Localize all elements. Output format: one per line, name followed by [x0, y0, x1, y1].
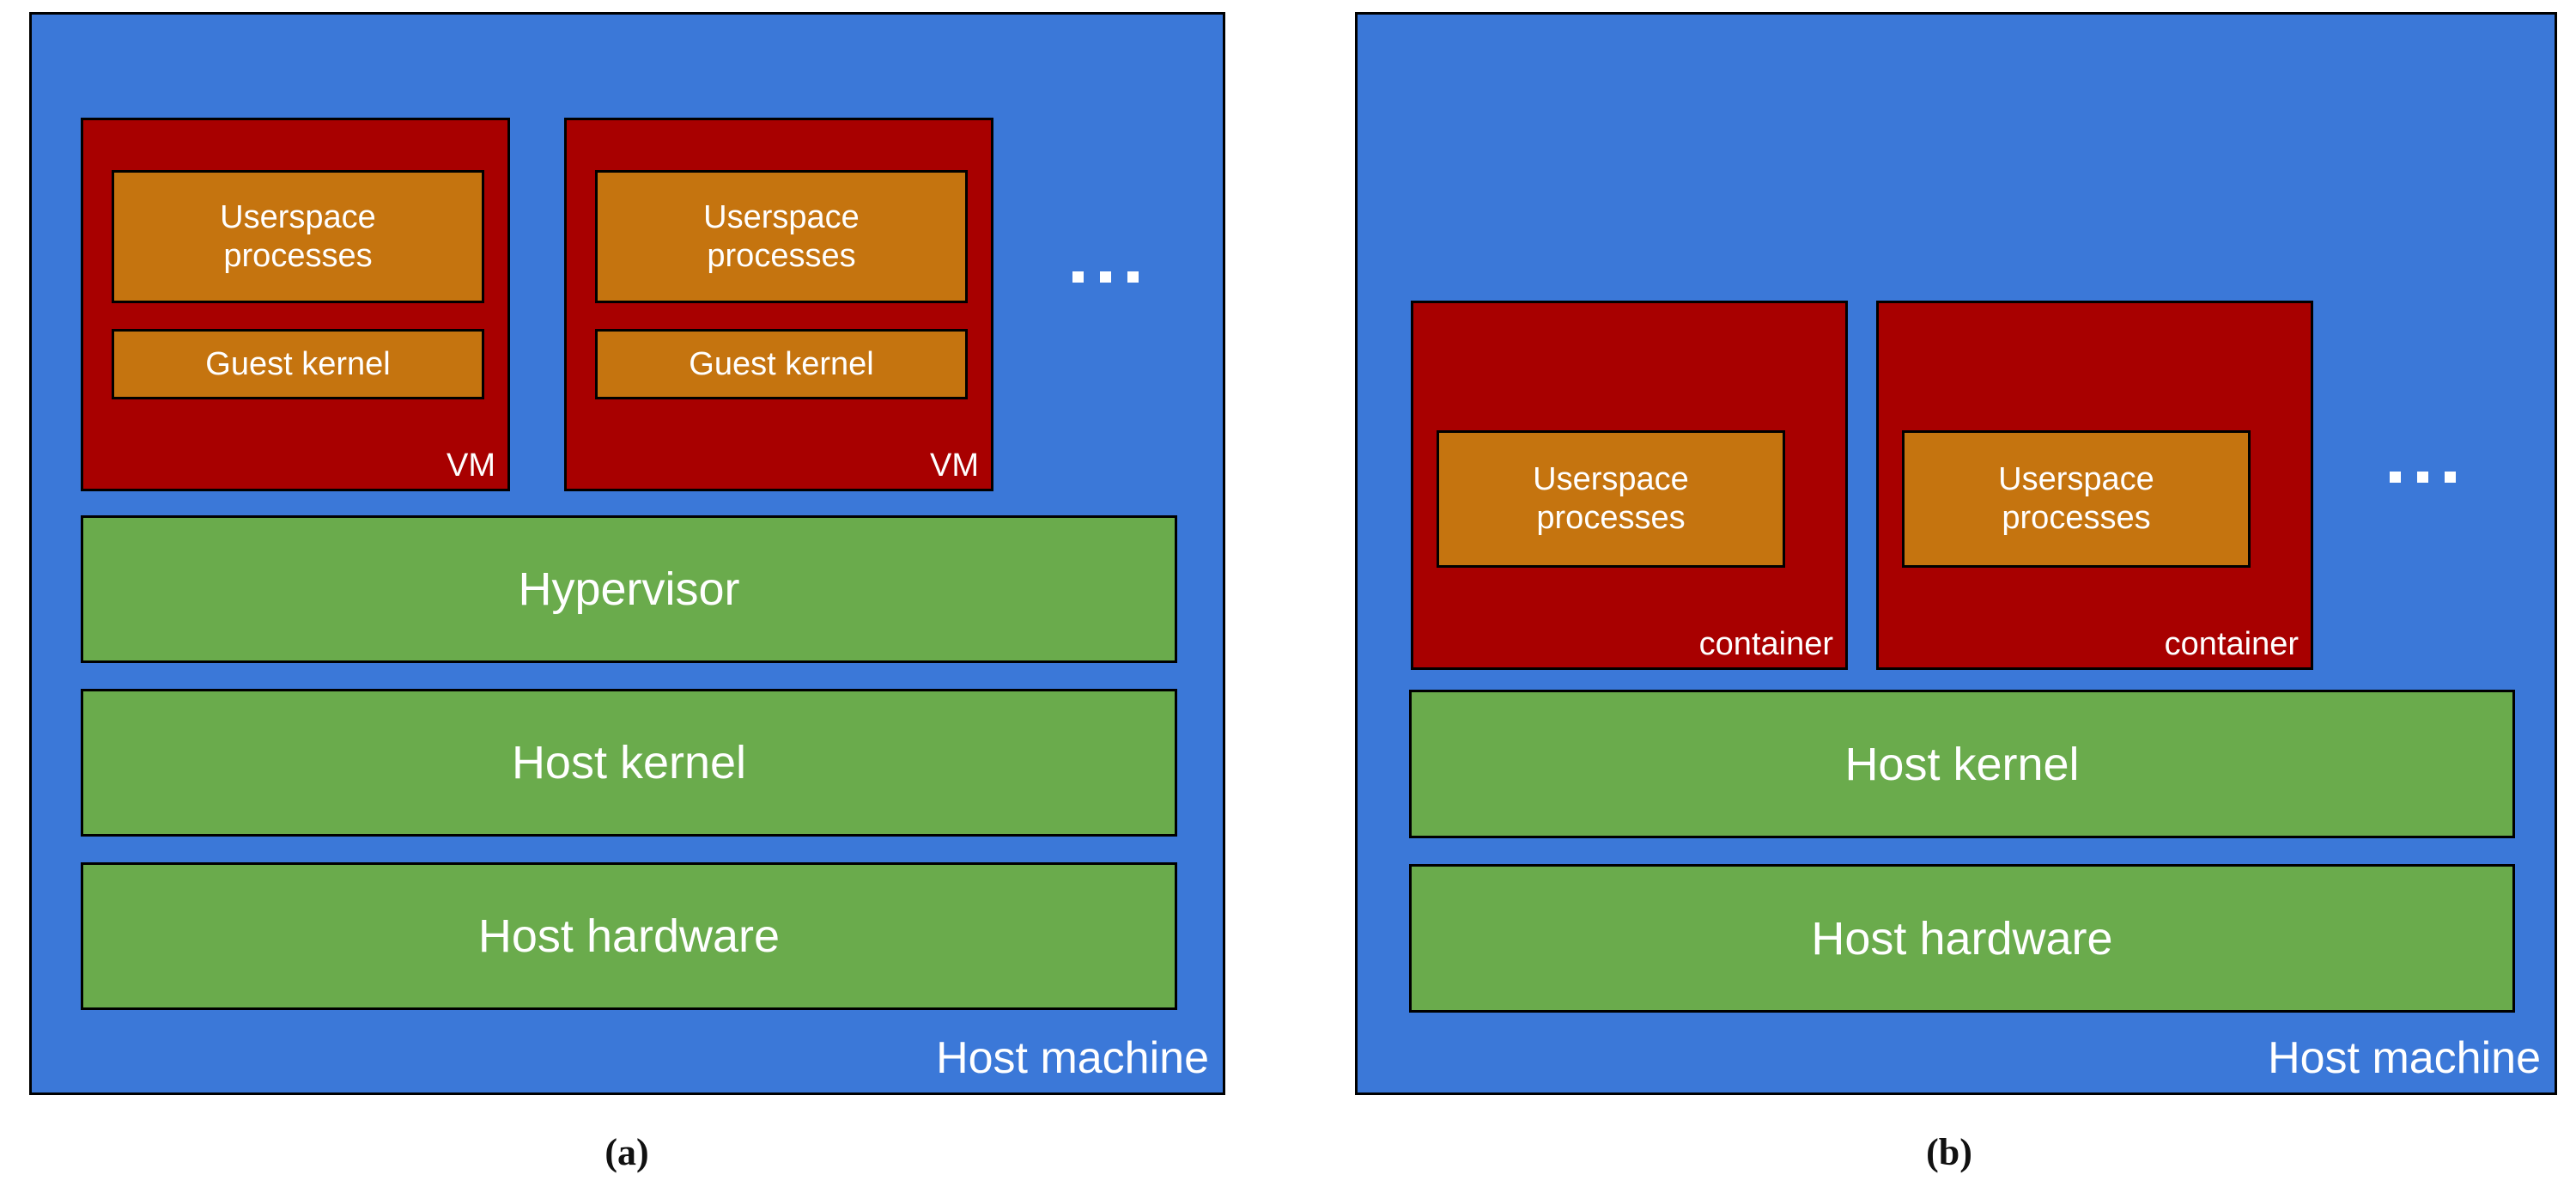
ellipsis-more-containers-icon	[2390, 472, 2456, 483]
container-label-1: container	[1698, 626, 1833, 662]
userspace-processes-box-container-2: Userspace processes	[1902, 430, 2251, 568]
guest-kernel-box-vm-2: Guest kernel	[595, 329, 968, 399]
layer-hypervisor: Hypervisor	[81, 515, 1177, 663]
panel-b-host-machine: Userspace processes container Userspace …	[1355, 12, 2557, 1095]
vm-box-1: Userspace processes Guest kernel VM	[81, 118, 510, 491]
userspace-processes-box-container-1: Userspace processes	[1437, 430, 1785, 568]
ellipsis-more-vms-icon	[1072, 271, 1139, 283]
ellipsis-dot	[1072, 271, 1084, 283]
host-machine-label-a: Host machine	[936, 1033, 1209, 1083]
vm-label-2: VM	[930, 447, 979, 484]
layer-host-hardware: Host hardware	[81, 862, 1177, 1010]
container-label-2: container	[2164, 626, 2299, 662]
subfigure-caption-a: (a)	[605, 1131, 649, 1173]
ellipsis-dot	[2390, 472, 2401, 483]
userspace-processes-box-vm-1: Userspace processes	[112, 170, 484, 303]
layer-host-kernel: Host kernel	[81, 689, 1177, 837]
panel-a-host-machine: Userspace processes Guest kernel VM User…	[29, 12, 1225, 1095]
ellipsis-dot	[1100, 271, 1111, 283]
ellipsis-dot	[1127, 271, 1139, 283]
ellipsis-dot	[2445, 472, 2456, 483]
container-box-2: Userspace processes container	[1876, 301, 2313, 670]
layer-host-kernel: Host kernel	[1409, 690, 2515, 838]
guest-kernel-box-vm-1: Guest kernel	[112, 329, 484, 399]
userspace-processes-box-vm-2: Userspace processes	[595, 170, 968, 303]
host-machine-label-b: Host machine	[2268, 1033, 2541, 1083]
container-box-1: Userspace processes container	[1411, 301, 1848, 670]
vm-box-2: Userspace processes Guest kernel VM	[564, 118, 993, 491]
vm-label-1: VM	[447, 447, 495, 484]
ellipsis-dot	[2417, 472, 2428, 483]
subfigure-caption-b: (b)	[1926, 1131, 1972, 1173]
layer-host-hardware: Host hardware	[1409, 864, 2515, 1013]
